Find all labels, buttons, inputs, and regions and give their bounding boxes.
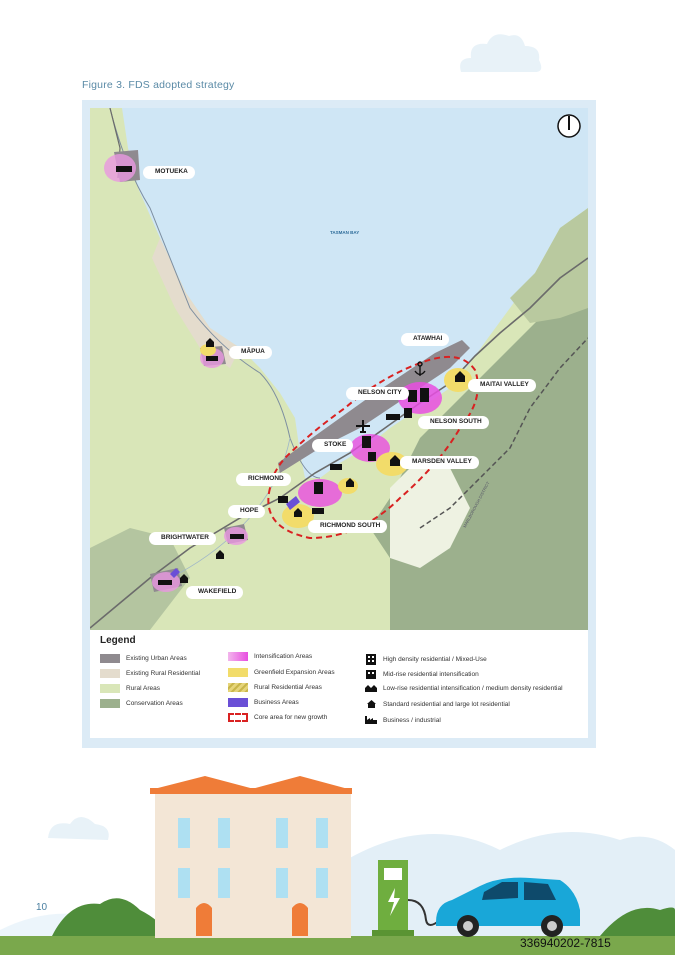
bay-label: TASMAN BAY xyxy=(330,230,360,235)
legend-item-business: Business Areas xyxy=(228,698,299,707)
place-label-nelson-city: NELSON CITY xyxy=(346,387,409,400)
airport-icon xyxy=(356,420,370,433)
legend-title: Legend xyxy=(100,635,136,646)
low-rise-houses-icon xyxy=(365,685,377,692)
house-icon xyxy=(365,700,377,708)
legend-item-rural-residential-areas: Rural Residential Areas xyxy=(228,683,322,692)
document-code: 336940202-7815 xyxy=(520,936,611,950)
electric-car-illustration xyxy=(436,877,580,937)
footer-illustration xyxy=(0,776,675,955)
place-label-maitai-valley: MAITAI VALLEY xyxy=(468,379,536,392)
district-boundary xyxy=(419,337,588,529)
conservation-hills xyxy=(510,208,588,323)
place-label-mapua: MĀPUA xyxy=(229,346,272,359)
place-label-wakefield: WAKEFIELD xyxy=(186,586,244,599)
legend-item-business-industrial: Business / industrial xyxy=(365,716,441,724)
legend-item-conservation: Conservation Areas xyxy=(100,699,183,708)
high-density-building-icon xyxy=(365,654,377,665)
north-arrow-icon xyxy=(557,114,581,138)
house-illustration xyxy=(150,776,352,938)
legend-item-core-growth: Core area for new growth xyxy=(228,713,327,722)
place-label-marsden-valley: MARSDEN VALLEY xyxy=(400,456,479,469)
place-label-richmond-south: RICHMOND SOUTH xyxy=(308,520,388,533)
place-label-stoke: STOKE xyxy=(312,439,354,452)
legend-item-rural-residential: Existing Rural Residential xyxy=(100,669,200,678)
place-label-atawhai: ATAWHAI xyxy=(401,333,450,346)
page-number: 10 xyxy=(36,902,48,913)
place-label-hope: HOPE xyxy=(228,505,266,518)
core-growth-area xyxy=(267,355,479,540)
port-anchor-icon xyxy=(414,361,426,376)
business-area xyxy=(286,496,300,510)
figure-title: Figure 3. FDS adopted strategy xyxy=(82,79,235,91)
legend-item-urban: Existing Urban Areas xyxy=(100,654,187,663)
rural-residential-band xyxy=(152,238,240,368)
place-label-richmond: RICHMOND xyxy=(236,473,291,486)
legend-item-standard-residential: Standard residential and large lot resid… xyxy=(365,700,510,708)
cloud-icon xyxy=(460,34,542,72)
place-label-brightwater: BRIGHTWATER xyxy=(149,532,216,545)
factory-icon xyxy=(365,716,377,724)
charger-illustration xyxy=(372,860,441,936)
map-canvas xyxy=(90,108,588,630)
legend-item-greenfield: Greenfield Expansion Areas xyxy=(228,668,335,677)
legend-item-low-rise: Low-rise residential intensification / m… xyxy=(365,685,563,692)
legend-item-mid-rise: Mid-rise residential intensification xyxy=(365,670,479,679)
map-figure: TASMAN BAY MARLBOROUGH DISTRICT MOTUEKA … xyxy=(82,100,596,748)
legend-item-rural: Rural Areas xyxy=(100,684,160,693)
place-label-motueka: MOTUEKA xyxy=(143,166,195,179)
legend: Legend Existing Urban Areas Existing Rur… xyxy=(90,630,588,738)
mid-rise-building-icon xyxy=(365,670,377,679)
conservation-south xyxy=(90,528,190,630)
legend-item-intensification: Intensification Areas xyxy=(228,652,312,661)
place-label-nelson-south: NELSON SOUTH xyxy=(418,416,489,429)
legend-item-high-density: High density residential / Mixed-Use xyxy=(365,654,487,665)
